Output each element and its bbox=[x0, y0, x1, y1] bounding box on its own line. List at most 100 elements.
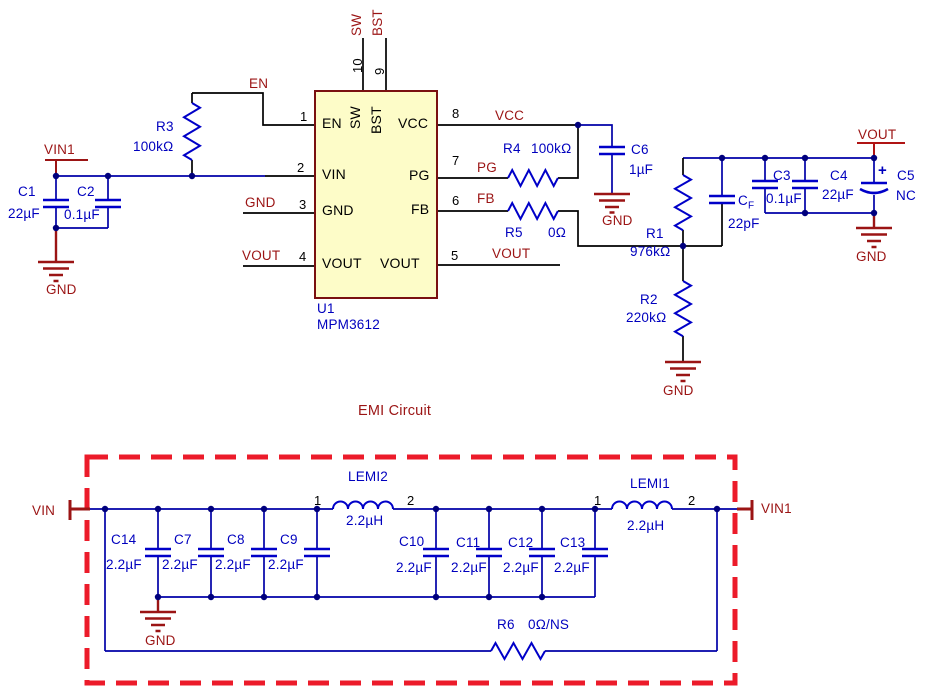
r6-designator: R6 bbox=[497, 617, 515, 632]
r2-designator: R2 bbox=[640, 292, 658, 307]
ic-pin-name-vout-left: VOUT bbox=[322, 255, 362, 271]
r3-value: 100kΩ bbox=[133, 139, 174, 154]
lemi2-pin-1: 1 bbox=[314, 493, 322, 508]
c10-designator: C10 bbox=[399, 534, 425, 549]
c6-designator: C6 bbox=[631, 142, 649, 157]
r6-value: 0Ω/NS bbox=[528, 617, 570, 632]
c5-polarity-sign: + bbox=[878, 162, 887, 179]
pin-number-5: 5 bbox=[451, 248, 459, 263]
c13-value: 2.2µF bbox=[554, 560, 590, 575]
c9-designator: C9 bbox=[280, 532, 298, 547]
r5-value: 0Ω bbox=[548, 225, 567, 240]
net-label-en: EN bbox=[249, 76, 269, 91]
cf-designator-sub: F bbox=[747, 200, 755, 212]
cf-value: 22pF bbox=[728, 216, 760, 231]
pin-number-4: 4 bbox=[299, 249, 307, 264]
net-label-vout-pin5: VOUT bbox=[492, 246, 531, 261]
pin-number-6: 6 bbox=[452, 193, 460, 208]
net-label-pg: PG bbox=[477, 160, 497, 175]
r1-designator: R1 bbox=[646, 226, 664, 241]
c2-designator: C2 bbox=[77, 184, 95, 199]
c12-designator: C12 bbox=[508, 535, 534, 550]
c3-value: 0.1µF bbox=[766, 191, 802, 206]
ic-pin-name-vin: VIN bbox=[322, 166, 346, 182]
ic-body bbox=[314, 90, 438, 299]
c8-value: 2.2µF bbox=[215, 557, 251, 572]
r5-designator: R5 bbox=[505, 225, 523, 240]
gnd-symbols bbox=[38, 192, 892, 633]
pin-number-1: 1 bbox=[300, 109, 308, 124]
c14-value: 2.2µF bbox=[106, 557, 142, 572]
c4-value: 22µF bbox=[822, 187, 854, 202]
vout-port-marker bbox=[857, 142, 905, 158]
c4-designator: C4 bbox=[830, 168, 848, 183]
c14-designator: C14 bbox=[111, 532, 137, 547]
ic-pin-name-sw: SW bbox=[347, 106, 363, 129]
c7-value: 2.2µF bbox=[162, 557, 198, 572]
lemi2-value: 2.2µH bbox=[346, 513, 384, 528]
r1-value: 976kΩ bbox=[630, 244, 671, 259]
net-label-sw: SW bbox=[349, 13, 364, 36]
c12-value: 2.2µF bbox=[503, 560, 539, 575]
emi-section-title: EMI Circuit bbox=[358, 403, 432, 419]
resistor-symbols bbox=[182, 102, 694, 662]
lemi1-value: 2.2µH bbox=[627, 518, 665, 533]
r4-value: 100kΩ bbox=[531, 141, 572, 156]
vin1-port-terminal bbox=[737, 500, 754, 520]
wires-blue bbox=[55, 124, 875, 652]
c10-value: 2.2µF bbox=[396, 560, 432, 575]
c1-value: 22µF bbox=[8, 206, 40, 221]
c7-designator: C7 bbox=[174, 532, 192, 547]
c11-designator: C11 bbox=[456, 535, 481, 550]
ic-pin-name-vcc: VCC bbox=[398, 115, 429, 131]
cf-designator: CF bbox=[738, 194, 754, 214]
c13-designator: C13 bbox=[560, 535, 586, 550]
c5-value: NC bbox=[896, 188, 916, 203]
lemi2-pin-2: 2 bbox=[407, 493, 415, 508]
pin-number-10: 10 bbox=[350, 58, 365, 73]
c5-designator: C5 bbox=[897, 168, 915, 183]
vin1-port-marker bbox=[45, 159, 88, 176]
lemi1-pin-1: 1 bbox=[594, 493, 602, 508]
c2-value: 0.1µF bbox=[64, 207, 100, 222]
ic-designator: U1 bbox=[317, 301, 335, 316]
gnd-label-c6: GND bbox=[602, 213, 633, 228]
gnd-label-c1: GND bbox=[46, 282, 77, 297]
c3-designator: C3 bbox=[773, 168, 791, 183]
c8-designator: C8 bbox=[227, 532, 245, 547]
cf-designator-main: C bbox=[738, 193, 748, 208]
ic-pin-name-gnd: GND bbox=[322, 202, 354, 218]
c9-value: 2.2µF bbox=[268, 557, 304, 572]
net-label-bst: BST bbox=[370, 9, 385, 36]
vin-port-terminal bbox=[68, 500, 90, 520]
r4-designator: R4 bbox=[503, 141, 521, 156]
pin-number-7: 7 bbox=[452, 153, 460, 168]
c1-designator: C1 bbox=[18, 184, 36, 199]
ic-pin-name-bst: BST bbox=[368, 106, 384, 134]
port-label-vin1: VIN1 bbox=[761, 501, 792, 516]
net-label-fb: FB bbox=[477, 191, 495, 206]
ic-part-number: MPM3612 bbox=[317, 317, 380, 332]
emi-border bbox=[84, 454, 738, 686]
junction-dots bbox=[52, 121, 878, 601]
pin-number-8: 8 bbox=[452, 106, 460, 121]
net-label-vout-pin4: VOUT bbox=[242, 248, 281, 263]
pin-number-3: 3 bbox=[299, 197, 307, 212]
port-label-vin: VIN bbox=[32, 503, 56, 518]
net-label-vin1: VIN1 bbox=[44, 142, 75, 157]
pin-number-2: 2 bbox=[297, 160, 305, 175]
r2-value: 220kΩ bbox=[626, 310, 667, 325]
ic-pin-name-pg: PG bbox=[409, 167, 430, 183]
gnd-label-r2: GND bbox=[663, 383, 694, 398]
net-label-vcc: VCC bbox=[495, 108, 525, 123]
gnd-label-emi: GND bbox=[145, 633, 176, 648]
lemi1-pin-2: 2 bbox=[688, 493, 696, 508]
c6-value: 1µF bbox=[629, 162, 654, 177]
pin-number-9: 9 bbox=[372, 67, 387, 75]
lemi1-designator: LEMI1 bbox=[630, 476, 671, 491]
inductor-symbols bbox=[332, 500, 673, 510]
port-label-vout: VOUT bbox=[858, 127, 897, 142]
ic-pin-name-fb: FB bbox=[411, 201, 430, 217]
